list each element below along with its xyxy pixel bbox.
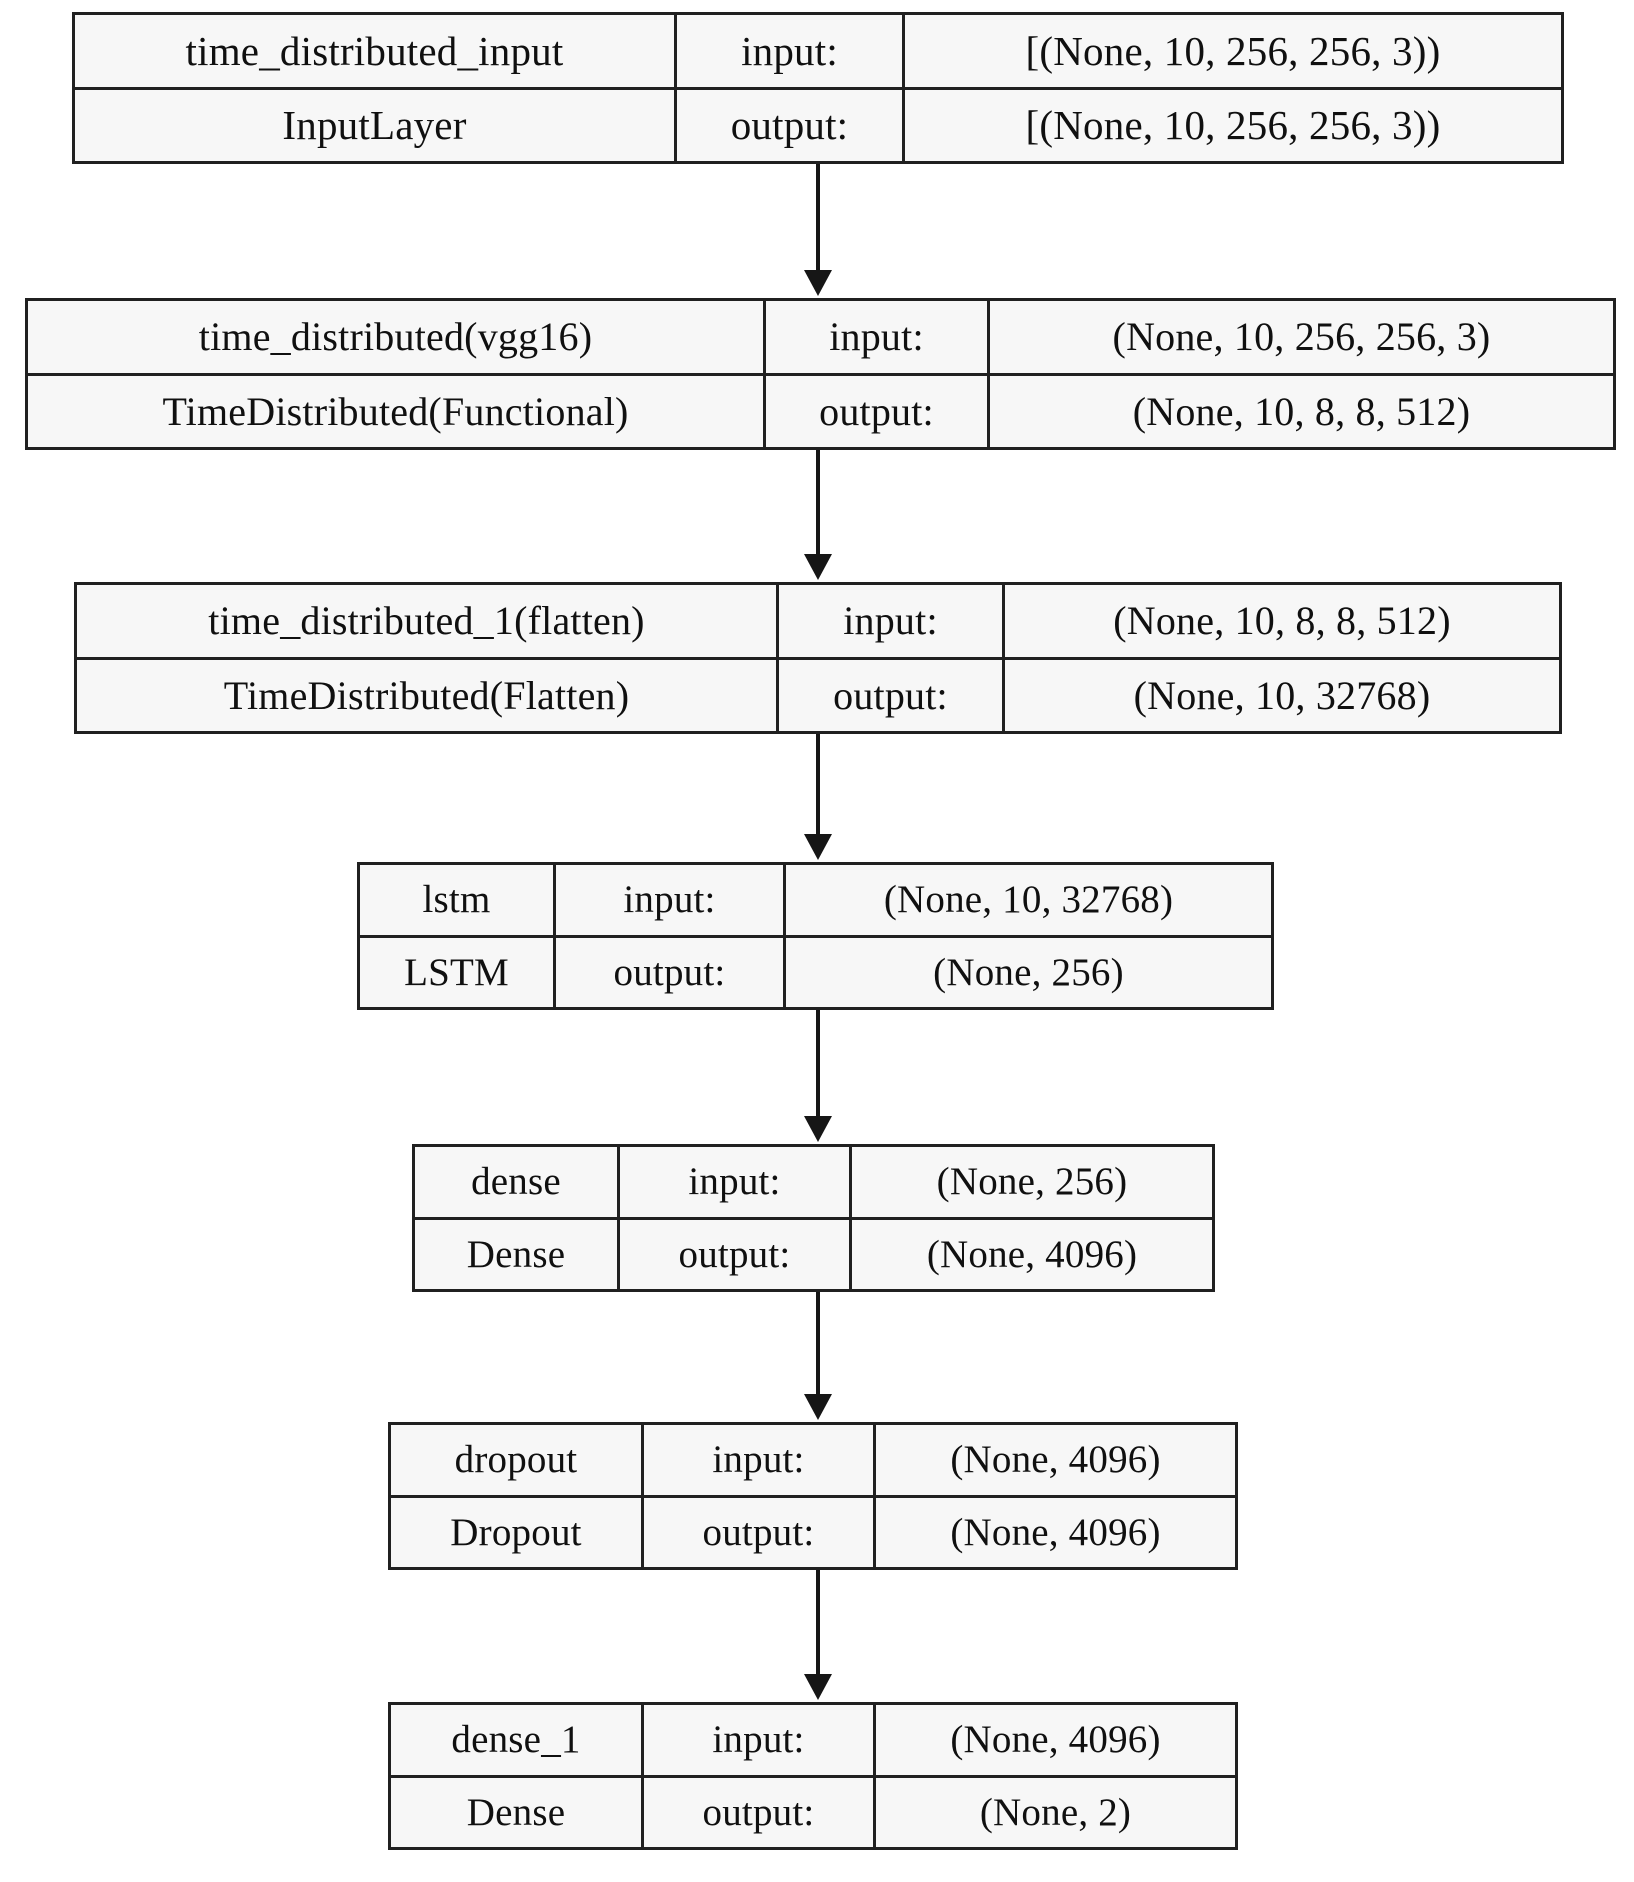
layer-class: LSTM: [360, 937, 556, 1007]
node-output-row: Dense output: (None, 2): [391, 1777, 1235, 1847]
arrowhead-icon: [804, 1394, 832, 1420]
edge-lstm-to-dense: [804, 1010, 832, 1144]
output-shape-value: (None, 4096): [950, 1510, 1161, 1554]
layer-class: TimeDistributed(Flatten): [77, 659, 779, 731]
input-label: input:: [644, 1705, 876, 1775]
node-output-row: TimeDistributed(Flatten) output: (None, …: [77, 659, 1559, 731]
arrowhead-icon: [804, 554, 832, 580]
edge-shaft: [816, 1010, 820, 1120]
input-shape-value: (None, 4096): [950, 1718, 1161, 1762]
node-output-row: LSTM output: (None, 256): [360, 937, 1271, 1007]
layer-name: time_distributed_1(flatten): [77, 585, 779, 657]
layer-node-lstm[interactable]: lstm input: (None, 10, 32768) LSTM outpu…: [357, 862, 1274, 1010]
layer-name: dense: [415, 1147, 620, 1217]
edge-shaft: [816, 1570, 820, 1678]
layer-node-time-distributed-1[interactable]: time_distributed_1(flatten) input: (None…: [74, 582, 1562, 734]
layer-node-time-distributed-input[interactable]: time_distributed_input input: [(None, 10…: [72, 12, 1564, 164]
edge-dropout-to-dense-1: [804, 1570, 832, 1702]
node-input-row: dense input: (None, 256): [415, 1147, 1212, 1220]
node-input-row: dropout input: (None, 4096): [391, 1425, 1235, 1498]
node-output-row: InputLayer output: [(None, 10, 256, 256,…: [75, 89, 1561, 161]
input-shape-value: (None, 10, 256, 256, 3): [1112, 314, 1491, 360]
input-label: input:: [766, 301, 990, 373]
input-shape-value: (None, 256): [936, 1160, 1128, 1204]
layer-name: dropout: [391, 1425, 644, 1495]
node-input-row: lstm input: (None, 10, 32768): [360, 865, 1271, 938]
node-input-row: time_distributed(vgg16) input: (None, 10…: [28, 301, 1613, 376]
input-shape-value: (None, 10, 8, 8, 512): [1113, 598, 1451, 644]
edge-shaft: [816, 734, 820, 838]
output-label: output:: [766, 375, 990, 447]
output-label: output:: [644, 1497, 876, 1567]
edge-shaft: [816, 450, 820, 558]
arrowhead-icon: [804, 1116, 832, 1142]
node-output-row: Dropout output: (None, 4096): [391, 1497, 1235, 1567]
input-shape-value: (None, 10, 32768): [883, 878, 1174, 922]
input-label: input:: [779, 585, 1005, 657]
node-output-row: Dense output: (None, 4096): [415, 1219, 1212, 1289]
edge-time-distributed-to-flatten: [804, 450, 832, 582]
input-label: input:: [556, 865, 786, 935]
layer-node-dropout[interactable]: dropout input: (None, 4096) Dropout outp…: [388, 1422, 1238, 1570]
layer-name: time_distributed_input: [75, 15, 677, 87]
output-shape-value: (None, 256): [933, 950, 1124, 994]
input-label: input:: [677, 15, 905, 87]
arrowhead-icon: [804, 1674, 832, 1700]
input-label: input:: [644, 1425, 876, 1495]
layer-class: Dense: [415, 1219, 620, 1289]
input-shape-value: [(None, 10, 256, 256, 3)): [1025, 27, 1441, 74]
edge-input-to-time-distributed: [804, 164, 832, 298]
edge-shaft: [816, 1292, 820, 1398]
layer-name: time_distributed(vgg16): [28, 301, 766, 373]
output-shape-value: (None, 10, 8, 8, 512): [1132, 388, 1471, 434]
output-shape-value: [(None, 10, 256, 256, 3)): [1025, 102, 1441, 149]
output-label: output:: [620, 1219, 852, 1289]
node-input-row: dense_1 input: (None, 4096): [391, 1705, 1235, 1778]
layer-class: Dense: [391, 1777, 644, 1847]
layer-class: InputLayer: [75, 89, 677, 161]
node-input-row: time_distributed_1(flatten) input: (None…: [77, 585, 1559, 660]
output-label: output:: [779, 659, 1005, 731]
layer-node-dense[interactable]: dense input: (None, 256) Dense output: (…: [412, 1144, 1215, 1292]
output-shape-value: (None, 10, 32768): [1133, 672, 1431, 718]
edge-flatten-to-lstm: [804, 734, 832, 862]
layer-node-time-distributed[interactable]: time_distributed(vgg16) input: (None, 10…: [25, 298, 1616, 450]
input-label: input:: [620, 1147, 852, 1217]
input-shape-value: (None, 4096): [950, 1438, 1161, 1482]
layer-name: dense_1: [391, 1705, 644, 1775]
layer-name: lstm: [360, 865, 556, 935]
output-label: output:: [644, 1777, 876, 1847]
node-output-row: TimeDistributed(Functional) output: (Non…: [28, 375, 1613, 447]
output-label: output:: [677, 89, 905, 161]
edge-shaft: [816, 164, 820, 274]
layer-class: Dropout: [391, 1497, 644, 1567]
arrowhead-icon: [804, 270, 832, 296]
arrowhead-icon: [804, 834, 832, 860]
output-shape-value: (None, 2): [979, 1790, 1132, 1834]
node-input-row: time_distributed_input input: [(None, 10…: [75, 15, 1561, 90]
output-label: output:: [556, 937, 786, 1007]
edge-dense-to-dropout: [804, 1292, 832, 1422]
layer-node-dense-1[interactable]: dense_1 input: (None, 4096) Dense output…: [388, 1702, 1238, 1850]
layer-class: TimeDistributed(Functional): [28, 375, 766, 447]
output-shape-value: (None, 4096): [926, 1232, 1138, 1276]
